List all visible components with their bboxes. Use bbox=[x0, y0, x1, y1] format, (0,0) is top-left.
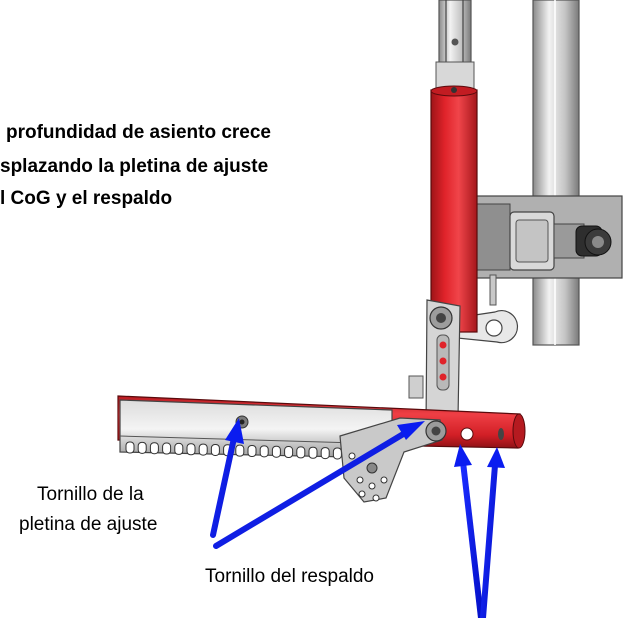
backrest-screw-label: Tornillo del respaldo bbox=[205, 566, 374, 587]
adjustment-hole bbox=[186, 443, 196, 456]
adjustment-hole bbox=[320, 447, 330, 460]
adjustment-hole bbox=[332, 447, 342, 460]
backrest-pivot-bolt bbox=[425, 420, 447, 442]
adjustment-hole bbox=[198, 443, 208, 456]
backrest-upper-tube bbox=[435, 0, 475, 93]
arrow-to-tube-hole-right bbox=[480, 447, 505, 618]
adjustment-hole bbox=[210, 443, 220, 456]
adjustment-hole bbox=[149, 442, 159, 455]
seat-clamp-bracket bbox=[461, 195, 623, 279]
adjustment-hole bbox=[174, 442, 184, 455]
adjustment-hole bbox=[162, 442, 172, 455]
plate-screw-label-line-2: pletina de ajuste bbox=[19, 514, 158, 535]
backrest-hinge-plate bbox=[408, 299, 461, 429]
adjustment-hole bbox=[271, 445, 281, 458]
adjustment-hole bbox=[247, 445, 257, 457]
backrest-red-tube bbox=[430, 85, 478, 333]
adjustment-hole bbox=[296, 446, 306, 459]
arrow-to-backrest-screw bbox=[213, 421, 425, 549]
caption-line-3: l CoG y el respaldo bbox=[0, 188, 173, 209]
arrow-to-tube-hole-left bbox=[454, 444, 484, 618]
adjustment-plate bbox=[119, 399, 393, 459]
adjustment-hole bbox=[259, 445, 269, 458]
backrest-upper-bolt bbox=[429, 306, 453, 330]
caption-line-2: splazando la pletina de ajuste bbox=[0, 156, 269, 177]
adjustment-hole bbox=[308, 446, 318, 459]
lower-bracket bbox=[339, 417, 443, 503]
caption-line-1: profundidad de asiento crece bbox=[6, 122, 271, 143]
adjustment-hole bbox=[284, 446, 294, 459]
rear-silver-tube bbox=[532, 0, 580, 346]
plate-screw-label-line-1: Tornillo de la bbox=[37, 484, 144, 505]
adjustment-hole bbox=[137, 441, 147, 454]
adjustment-hole bbox=[125, 441, 135, 454]
adjustment-hole bbox=[235, 444, 245, 457]
arrow-to-plate-screw bbox=[210, 418, 244, 538]
